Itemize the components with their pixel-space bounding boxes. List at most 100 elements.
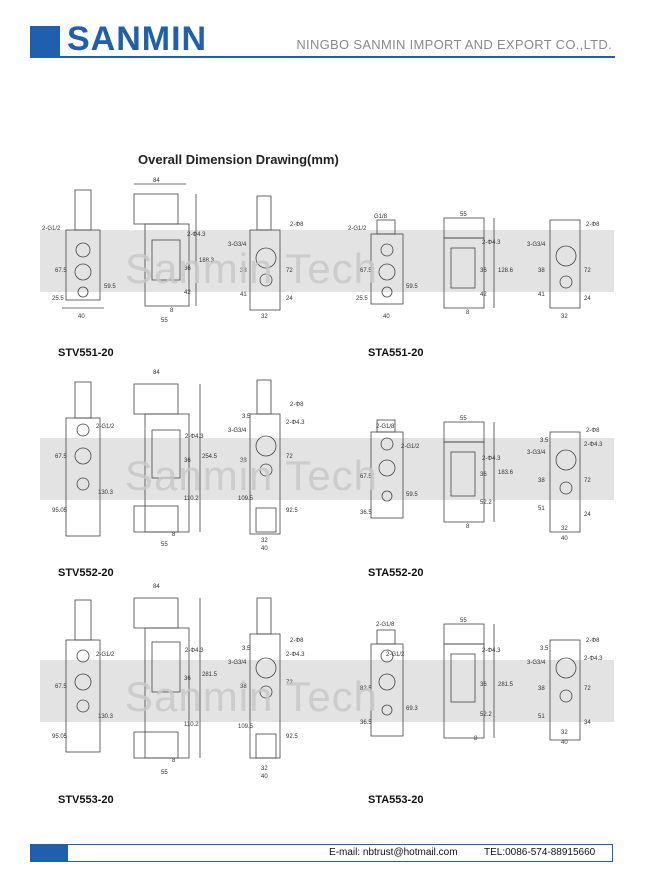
dim-label: 25.5 [356,296,368,302]
dim-label: 92.5 [286,734,298,740]
dim-label: 67.5 [55,454,67,460]
dim-label: 2-Φ4.3 [286,420,305,426]
dim-label: 52.2 [480,712,492,718]
dim-label: 254.5 [202,454,218,460]
dim-label: 3-G3/4 [228,242,247,248]
dim-label: 2-Φ8 [586,222,600,228]
dim-label: 32 [561,314,568,320]
stv551-front-view [133,183,197,307]
stv551-right-view [249,195,281,311]
dim-label: 55 [161,542,168,548]
dim-label: 110.2 [184,496,199,502]
section-title: Overall Dimension Drawing(mm) [138,152,339,167]
dim-label: 38 [240,268,247,274]
dim-label: 38 [538,686,545,692]
dim-label: 3.5 [540,438,549,444]
watermark-band-1 [40,230,614,292]
dim-label: 59.5 [104,284,116,290]
dim-label: 2-Φ4.3 [286,652,305,658]
dim-label: 3-G3/4 [228,428,247,434]
dim-label: 8 [466,310,470,316]
stv552-right-view [249,379,281,535]
watermark: Sanmin Tech [125,245,379,292]
stv553-right-view [249,597,281,759]
stv552-side-view [65,381,101,537]
dim-label: 3-G3/4 [527,660,546,666]
dim-label: 8 [170,308,174,314]
dim-label: 110.2 [184,722,199,728]
dim-label: 55 [460,618,467,624]
dim-label: 2-Φ4.3 [584,442,603,448]
dim-label: 40 [261,774,268,780]
dim-label: 72 [286,268,293,274]
dim-label: 84 [153,178,160,184]
dim-label: 32 [561,526,568,532]
footer-tel: TEL:0086-574-88915660 [484,847,596,858]
dim-label: 40 [561,536,568,542]
watermark-band-3 [40,660,614,722]
dim-label: 2-Φ8 [290,638,304,644]
dim-label: 52.2 [480,500,492,506]
sta553-side-view [370,629,404,737]
dim-label: 32 [261,314,268,320]
dim-label: 55 [161,318,168,324]
dim-label: 128.6 [498,268,514,274]
dim-label: 55 [460,416,467,422]
dim-label: 3.5 [242,646,251,652]
dim-label: 84 [153,370,160,376]
dim-label: 72 [286,680,293,686]
sta551-side-view [370,219,404,305]
dim-label: 84 [153,584,160,590]
dim-label: 42 [184,290,191,296]
watermark-band-2 [40,438,614,500]
sta553-front-view [443,623,495,739]
dim-label: 3-G3/4 [228,660,247,666]
dim-label: 41 [538,292,545,298]
dim-label: 36.5 [360,720,372,726]
dim-label: 51 [538,506,545,512]
dim-label: 2-Φ4.3 [482,648,501,654]
sta553-right-view [549,639,581,741]
stv553-side-view [65,599,101,753]
model-label-stv552: STV552-20 [58,567,114,579]
dim-label: 2-G1/8 [376,622,395,628]
dim-label: 2-Φ4.3 [185,648,204,654]
dim-label: 59.5 [406,492,418,498]
stv551-side-view [62,189,104,309]
sta551-right-view [549,219,581,309]
watermark: Sanmin Tech [125,673,379,720]
dim-label: 2-Φ8 [586,428,600,434]
dim-label: 2-G1/2 [42,226,61,232]
dim-label: 34 [584,720,591,726]
dim-label: G1/8 [374,214,388,220]
dim-label: 36 [184,458,191,464]
dim-label: 36 [480,682,487,688]
header-rule [30,56,615,58]
watermark: Sanmin Tech [125,452,379,499]
dim-label: 3-G3/4 [527,450,546,456]
dim-label: 281.5 [498,682,514,688]
dim-label: 40 [383,314,390,320]
dim-label: 2-Φ8 [290,222,304,228]
dim-label: 38 [240,684,247,690]
dim-label: 95.05 [52,508,68,514]
dim-label: 72 [584,686,591,692]
stv553-front-view [133,597,201,759]
dim-label: 59.5 [406,284,418,290]
dim-label: 25.5 [52,296,64,302]
dim-label: 36 [184,266,191,272]
dim-label: 2-Φ4.3 [187,232,206,238]
dim-label: 55 [161,770,168,776]
company-logo: SANMIN [67,20,208,58]
footer-email: E-mail: nbtrust@hotmail.com [329,847,458,858]
dim-label: 2-Φ4.3 [482,240,501,246]
sta552-side-view [370,419,404,519]
model-label-sta552: STA552-20 [368,567,424,579]
dim-label: 32 [261,766,268,772]
dim-label: 67.5 [55,684,67,690]
dim-label: 40 [78,314,85,320]
dim-label: 183.6 [498,470,514,476]
dim-label: 92.5 [286,508,298,514]
